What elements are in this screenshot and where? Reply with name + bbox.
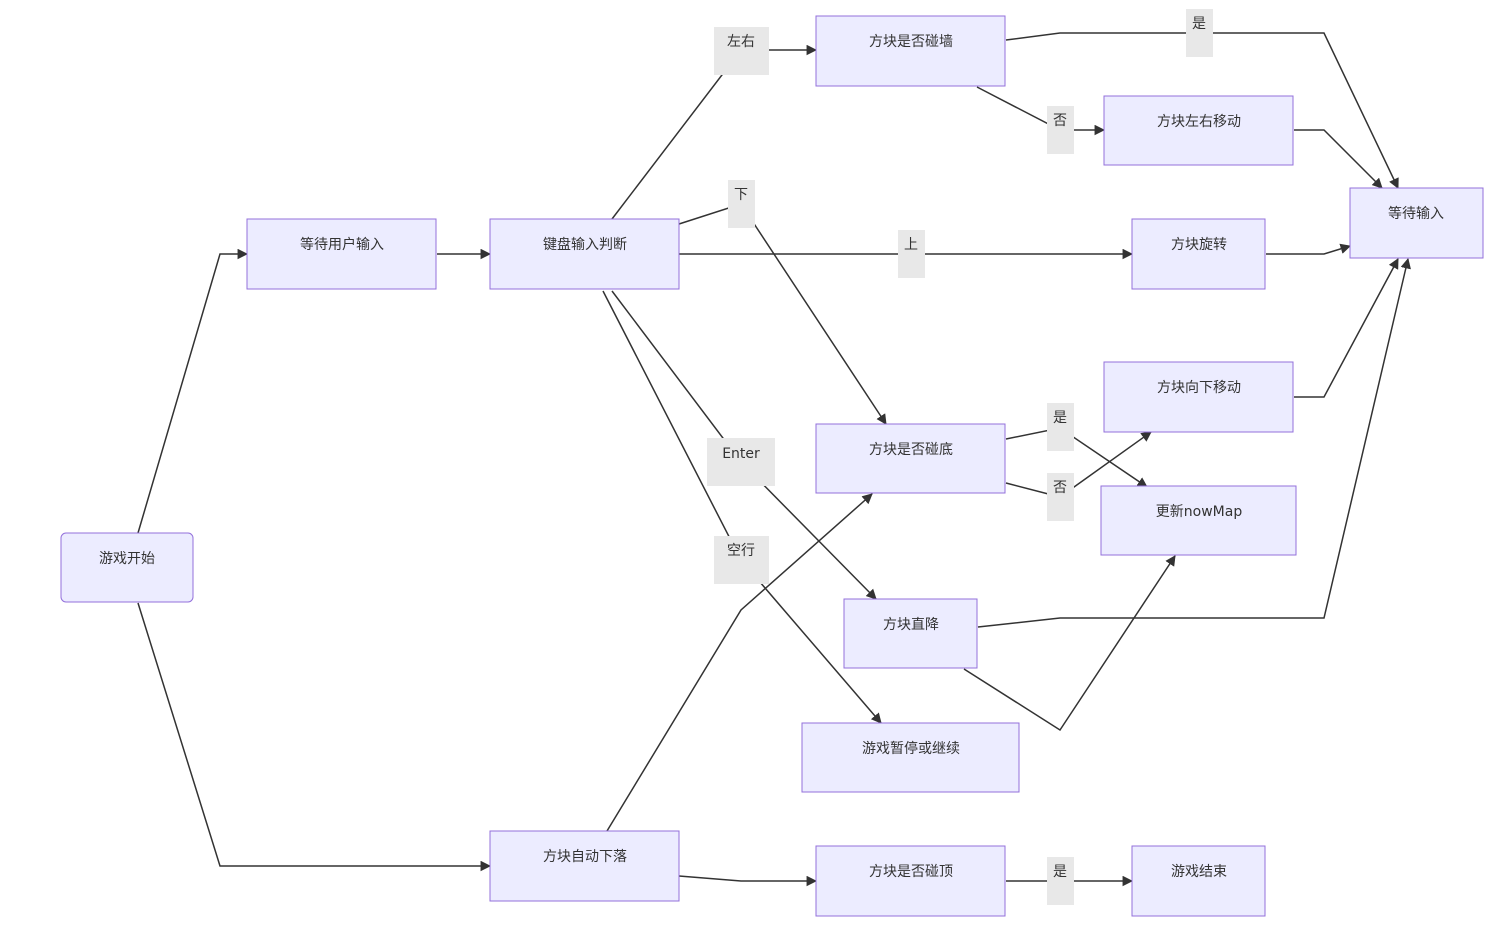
svg-text:方块是否碰墙: 方块是否碰墙 (869, 34, 953, 50)
svg-text:方块是否碰底: 方块是否碰底 (869, 442, 953, 458)
node-auto-fall[interactable]: 方块自动下落 (489, 830, 680, 902)
svg-text:游戏开始: 游戏开始 (99, 551, 155, 567)
node-hit-top[interactable]: 方块是否碰顶 (815, 845, 1006, 917)
svg-text:否: 否 (1053, 113, 1067, 129)
svg-text:是: 是 (1053, 864, 1067, 880)
edge-label-down: 下 (728, 180, 755, 228)
node-start[interactable]: 游戏开始 (60, 532, 194, 603)
node-rotate[interactable]: 方块旋转 (1131, 218, 1266, 290)
edge-keyboard-down (678, 203, 887, 425)
edge-label-top-yes: 是 (1047, 857, 1074, 905)
svg-text:键盘输入判断: 键盘输入判断 (543, 236, 627, 253)
edge-keyboard-space (602, 290, 882, 724)
node-update-map[interactable]: 更新nowMap (1100, 485, 1297, 556)
node-hit-wall[interactable]: 方块是否碰墙 (815, 15, 1006, 87)
edge-label-wall-no: 否 (1047, 106, 1074, 154)
edge-movelr-to-wait (1294, 129, 1383, 189)
svg-text:方块直降: 方块直降 (883, 616, 939, 633)
edge-label-space: 空行 (714, 536, 769, 584)
node-keyboard-judge[interactable]: 键盘输入判断 (489, 218, 680, 290)
svg-text:等待输入: 等待输入 (1388, 205, 1444, 222)
node-move-left-right[interactable]: 方块左右移动 (1103, 95, 1294, 166)
node-hard-drop[interactable]: 方块直降 (843, 598, 978, 669)
svg-text:方块向下移动: 方块向下移动 (1157, 380, 1241, 396)
edge-label-up: 上 (898, 230, 925, 278)
node-wait-input[interactable]: 等待输入 (1349, 187, 1484, 259)
edge-start-to-wait (137, 248, 249, 534)
edge-movedown-to-wait (1294, 258, 1399, 398)
edge-label-bottom-yes: 是 (1047, 403, 1074, 451)
node-game-over[interactable]: 游戏结束 (1131, 845, 1266, 917)
edge-autofall-to-bottom (606, 493, 873, 832)
edge-start-to-autofall (137, 602, 492, 872)
svg-text:游戏结束: 游戏结束 (1171, 864, 1227, 880)
svg-text:空行: 空行 (727, 543, 755, 559)
edge-harddrop-to-update (963, 555, 1176, 732)
svg-text:游戏暂停或继续: 游戏暂停或继续 (862, 740, 960, 757)
svg-text:方块旋转: 方块旋转 (1171, 237, 1227, 253)
node-wait-user-input[interactable]: 等待用户输入 (246, 218, 437, 290)
edge-label-bottom-no: 否 (1047, 473, 1074, 521)
node-hit-bottom[interactable]: 方块是否碰底 (815, 423, 1006, 494)
edge-harddrop-to-wait (977, 257, 1411, 628)
edge-label-enter: Enter (707, 438, 775, 486)
node-pause-resume[interactable]: 游戏暂停或继续 (801, 722, 1020, 793)
svg-text:方块左右移动: 方块左右移动 (1157, 114, 1241, 130)
edge-rotate-to-wait (1266, 243, 1352, 255)
edge-autofall-to-top (678, 875, 818, 887)
svg-text:方块是否碰顶: 方块是否碰顶 (869, 864, 953, 880)
node-move-down[interactable]: 方块向下移动 (1103, 361, 1294, 433)
svg-text:否: 否 (1053, 480, 1067, 496)
edge-bottom-yes (1005, 427, 1148, 488)
svg-text:是: 是 (1192, 16, 1206, 32)
svg-text:是: 是 (1053, 410, 1067, 426)
edge-label-left-right: 左右 (714, 27, 769, 75)
svg-text:等待用户输入: 等待用户输入 (300, 236, 384, 253)
svg-text:上: 上 (904, 237, 918, 253)
svg-text:下: 下 (734, 187, 748, 203)
svg-text:方块自动下落: 方块自动下落 (543, 849, 627, 865)
edge-keyboard-leftright (611, 44, 818, 220)
nodes: 游戏开始 等待用户输入 键盘输入判断 方块自动下落 方块是否碰墙 方块左右移动 … (60, 15, 1484, 917)
svg-text:Enter: Enter (722, 446, 760, 462)
edge-label-wall-yes: 是 (1186, 9, 1213, 57)
svg-text:左右: 左右 (727, 34, 755, 50)
edge-labels: 左右 下 上 Enter 空行 是 否 是 (707, 9, 1213, 905)
svg-text:更新nowMap: 更新nowMap (1156, 504, 1243, 520)
edge-wall-no (976, 86, 1106, 136)
